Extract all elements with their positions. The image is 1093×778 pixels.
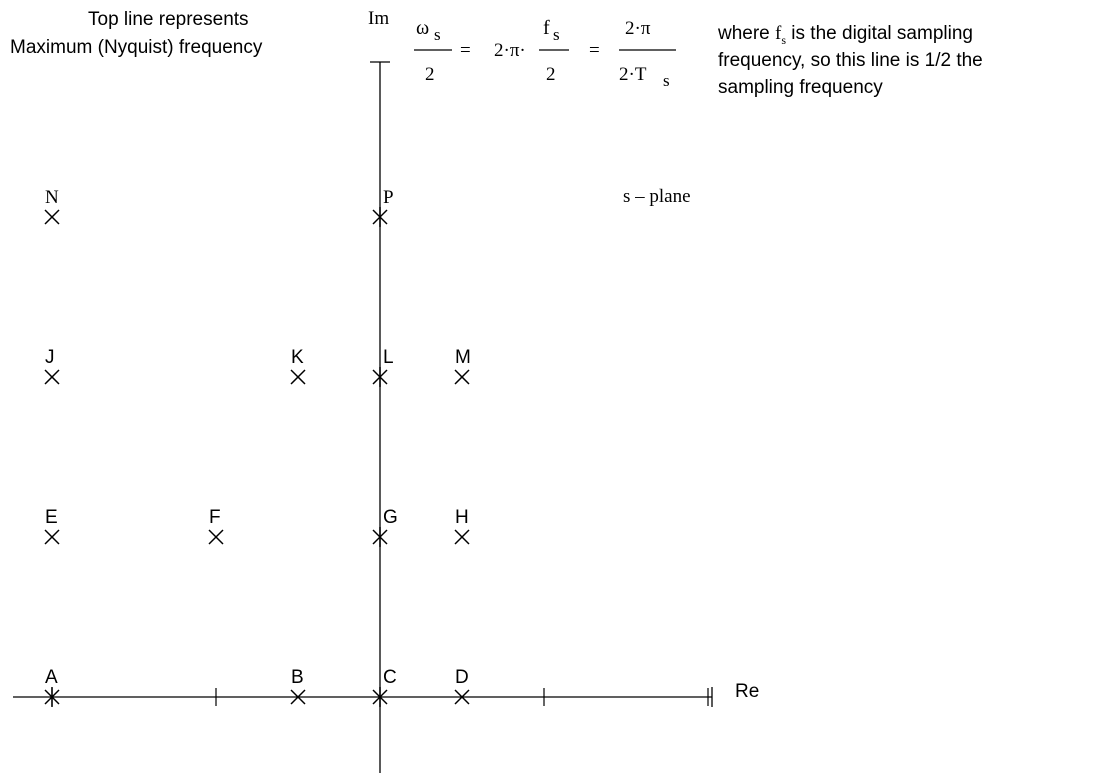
sampling-explanation-line1: where fs is the digital sampling <box>718 23 973 47</box>
point-label: N <box>45 187 59 208</box>
eq-f: f <box>543 17 550 39</box>
point-g: G <box>372 507 398 547</box>
point-label: A <box>45 667 58 688</box>
point-marker-stroke <box>290 689 306 705</box>
point-marker-stroke <box>44 369 60 385</box>
eq-T-sub: s <box>663 71 670 90</box>
imaginary-axis-label: Im <box>368 8 390 29</box>
point-c: C <box>372 667 397 707</box>
point-b: B <box>290 667 306 705</box>
eq-denominator-3: 2·T <box>619 64 647 85</box>
point-label: D <box>455 667 469 688</box>
point-a: A <box>44 667 60 707</box>
point-label: P <box>383 187 394 208</box>
sampling-explanation-line3: sampling frequency <box>718 77 883 98</box>
point-label: C <box>383 667 397 688</box>
sampling-explanation-line2: frequency, so this line is 1/2 the <box>718 50 983 71</box>
nyquist-equation: ω s 2 = 2·π· f s 2 = 2·π 2·T s <box>414 17 676 90</box>
point-marker-stroke <box>454 529 470 545</box>
eq-equals-1: = <box>460 40 471 61</box>
nyquist-note-line2: Maximum (Nyquist) frequency <box>10 37 263 58</box>
point-label: B <box>291 667 304 688</box>
eq-two-pi-dot: 2·π· <box>494 40 526 61</box>
point-l: L <box>372 347 394 387</box>
point-marker-stroke <box>208 529 224 545</box>
point-e: E <box>44 507 60 545</box>
real-axis-label: Re <box>735 681 760 702</box>
point-n: N <box>44 187 60 225</box>
point-p: P <box>372 187 394 227</box>
point-label: E <box>45 507 58 528</box>
point-marker-stroke <box>290 369 306 385</box>
point-label: K <box>291 347 304 368</box>
point-m: M <box>454 347 471 385</box>
point-marker-stroke <box>454 689 470 705</box>
point-j: J <box>44 347 60 385</box>
point-label: G <box>383 507 398 528</box>
point-label: J <box>45 347 55 368</box>
point-f: F <box>208 507 224 545</box>
point-k: K <box>290 347 306 385</box>
point-label: M <box>455 347 471 368</box>
eq-equals-2: = <box>589 40 600 61</box>
eq-denominator-2: 2 <box>546 64 556 85</box>
point-marker-stroke <box>454 369 470 385</box>
eq-denominator-1: 2 <box>425 64 435 85</box>
point-marker-stroke <box>44 209 60 225</box>
pole-points: N P J K L M E F G H A B C D <box>44 187 471 707</box>
eq-omega-sub: s <box>434 25 441 44</box>
point-d: D <box>454 667 470 705</box>
eq-f-sub: s <box>553 25 560 44</box>
point-label: H <box>455 507 469 528</box>
point-marker-stroke <box>44 529 60 545</box>
point-h: H <box>454 507 470 545</box>
s-plane-label: s – plane <box>623 186 691 207</box>
eq-omega: ω <box>416 17 429 39</box>
point-label: L <box>383 347 394 368</box>
eq-numerator-3: 2·π <box>625 18 651 39</box>
point-label: F <box>209 507 221 528</box>
nyquist-note-line1: Top line represents <box>88 9 249 30</box>
